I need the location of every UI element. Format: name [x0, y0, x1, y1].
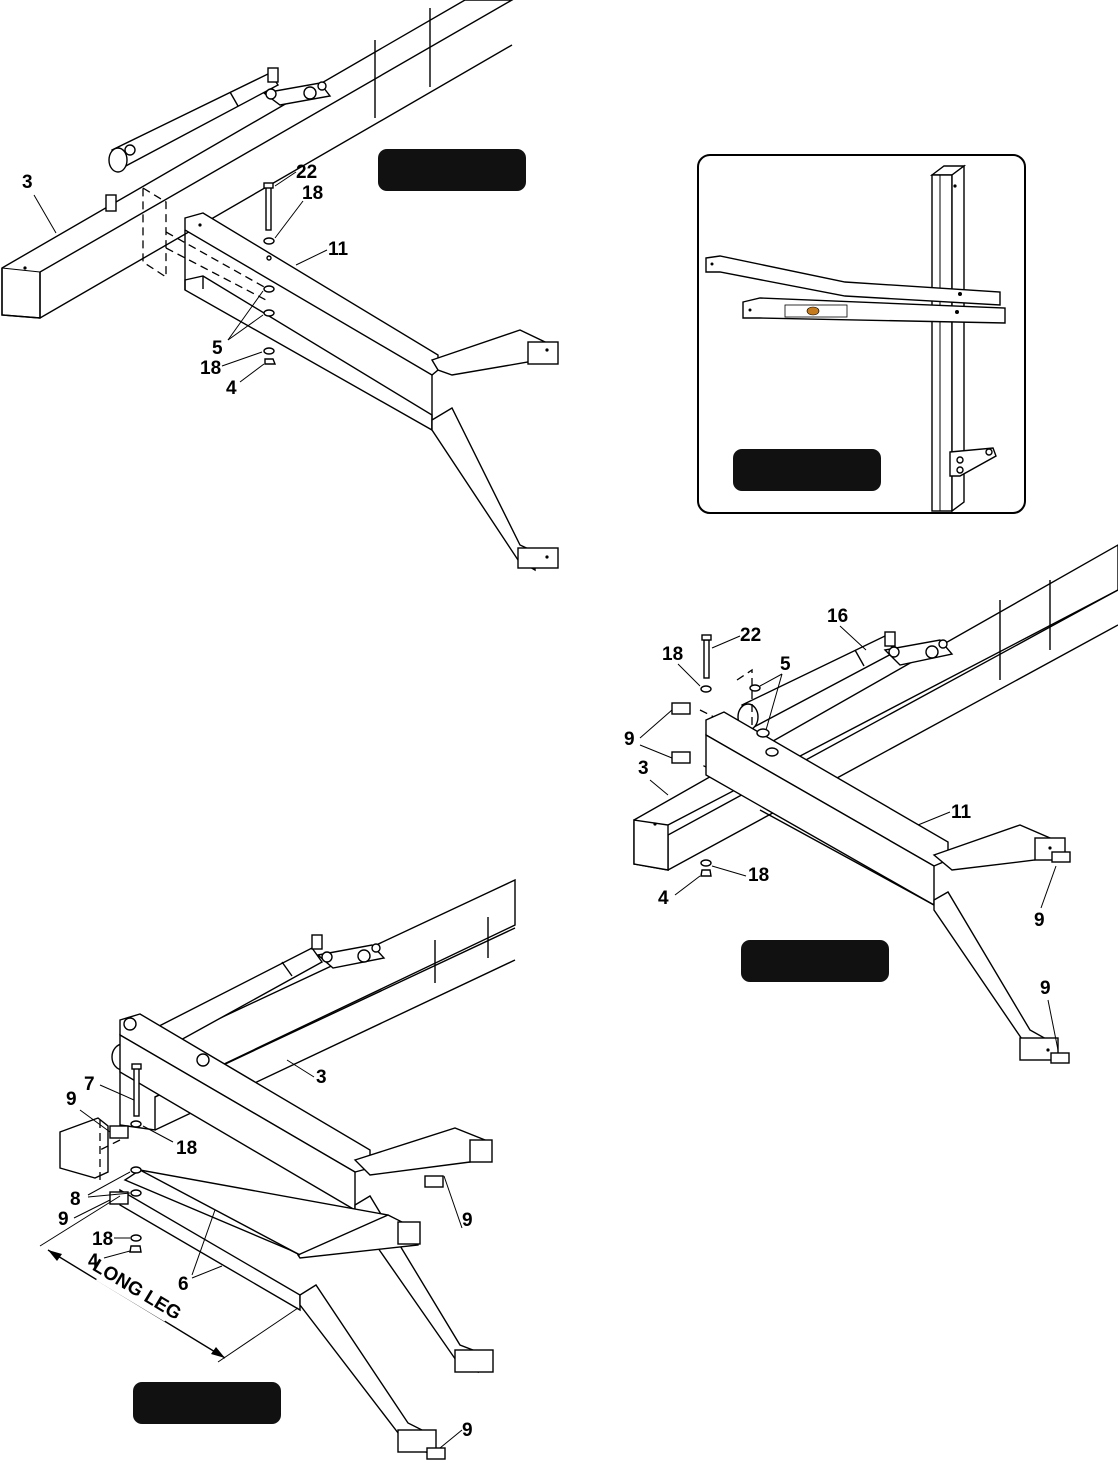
washer-icon: [749, 684, 761, 692]
pivot-post-fig1: [105, 194, 117, 212]
callout-18-bottom: 18: [748, 865, 769, 886]
upright-post-fig2: [929, 164, 967, 513]
upper-arm-fig2: [705, 255, 1001, 306]
callouts-fig4: 7 9 3 18 8 9 9 18 4 6 9: [58, 1059, 473, 1449]
callout-3: 3: [22, 172, 33, 193]
callout-9-bottom: 9: [462, 1420, 473, 1441]
callout-18-top: 18: [302, 183, 323, 204]
callout-18-top: 18: [176, 1138, 197, 1159]
callout-7: 7: [84, 1074, 95, 1095]
gas-cylinder-fig1: [108, 67, 280, 173]
callout-5: 5: [780, 654, 791, 675]
callout-9-right: 9: [462, 1210, 473, 1231]
callout-18-top: 18: [662, 644, 683, 665]
callout-22: 22: [740, 625, 761, 646]
hardware-stack-fig4: [99, 1063, 446, 1460]
figure-badge-2: [733, 449, 881, 491]
callout-9-top: 9: [66, 1089, 77, 1110]
callouts-fig3: 16 22 18 5 9 3 11 18 4 9 9: [624, 606, 1059, 1051]
bracket-fig4: [316, 943, 386, 969]
nut-icon: [700, 869, 712, 877]
callout-16: 16: [827, 606, 848, 627]
figure-badge-4: [133, 1382, 281, 1424]
crossbar-fig3: [705, 711, 1066, 1061]
rail-end-box: [59, 1117, 109, 1179]
callouts-fig1: 3 22 18 11 5 18 4: [22, 162, 349, 399]
bolt-icon: [703, 639, 710, 679]
hardware-stack-fig1: [263, 182, 277, 365]
main-rail-fig4: [59, 878, 516, 1179]
callout-3: 3: [638, 758, 649, 779]
hardware-stack-fig3: [671, 634, 1071, 1064]
end-cap-icon: [671, 702, 691, 715]
end-cap-icon: [109, 1125, 129, 1139]
callout-4: 4: [658, 888, 669, 909]
nut-icon: [264, 358, 277, 365]
bracket-fig1: [262, 81, 332, 106]
callout-5: 5: [212, 338, 223, 359]
main-rail-fig3: [633, 544, 1118, 871]
callout-9: 9: [624, 729, 635, 750]
lower-arm-fig2: [742, 297, 1006, 324]
hidden-outline-fig1: [142, 187, 167, 279]
bracket-fig3: [883, 639, 954, 666]
crossbar-fig1: [184, 212, 559, 572]
callout-11: 11: [951, 802, 972, 823]
figure-badge-1: [378, 149, 526, 191]
figure-3: 16 22 18 5 9 3 11 18 4 9 9: [624, 544, 1118, 1064]
callout-4: 4: [226, 378, 237, 399]
callout-9-mid: 9: [58, 1209, 69, 1230]
callout-6: 6: [178, 1274, 189, 1295]
callout-18-bottom: 18: [92, 1229, 113, 1250]
callout-18-bottom: 18: [200, 358, 221, 379]
callout-9-upper-foot: 9: [1034, 910, 1045, 931]
nut-icon: [129, 1245, 142, 1253]
dimension-arrow-icon: [48, 1250, 62, 1261]
figure-1: 3 22 18 11 5 18 4: [1, 0, 559, 572]
washer-icon: [130, 1234, 142, 1242]
callout-22: 22: [296, 162, 317, 183]
figure-2-inset: [697, 154, 1026, 514]
callout-11: 11: [328, 239, 349, 260]
callout-9-lower-foot: 9: [1040, 978, 1051, 999]
main-rail-fig1: [1, 0, 514, 319]
callout-4: 4: [88, 1251, 99, 1272]
figure-4: LONG LEG 7 9 3 18 8 9 9 18 4 6 9: [39, 878, 516, 1460]
figure-badge-3: [741, 940, 889, 982]
callout-8: 8: [70, 1189, 81, 1210]
bolt-icon: [265, 184, 272, 231]
callout-3: 3: [316, 1067, 327, 1088]
bracket-fig2: [949, 447, 997, 477]
washer-icon: [263, 237, 275, 245]
bolt-icon: [133, 1067, 140, 1117]
